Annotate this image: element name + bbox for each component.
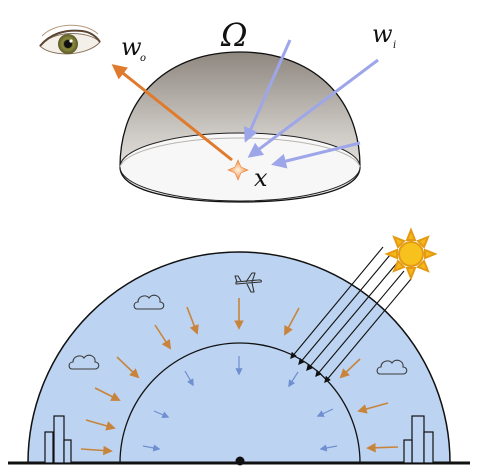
incoming-ray-2 — [247, 58, 379, 158]
sun-ray — [306, 262, 398, 372]
cloud-icon — [376, 359, 408, 375]
inner-radiance-arrows — [142, 356, 338, 452]
sun-ray — [324, 278, 412, 384]
bottom-environment-diagram — [8, 227, 470, 466]
outgoing-direction-label: w — [121, 33, 142, 61]
sky-arrow — [154, 324, 172, 350]
incoming-direction-label: w — [372, 20, 393, 48]
sun-ray — [315, 270, 405, 378]
sky-arrow — [357, 402, 389, 414]
incoming-ray-1 — [243, 39, 292, 143]
building-icon — [403, 415, 434, 464]
sky-arrow — [339, 358, 361, 379]
outgoing-direction-subscript: o — [140, 53, 146, 64]
cloud-icon — [68, 354, 100, 370]
sun-icon — [384, 227, 438, 281]
incoming-direction-subscript: i — [393, 40, 396, 51]
sky-arrow — [85, 419, 116, 431]
omega-label: Ω — [220, 16, 248, 54]
airplane-icon — [234, 272, 262, 293]
inner-hemisphere — [119, 342, 361, 464]
hit-point-icon — [227, 159, 249, 181]
top-hemisphere-diagram: Ω w o w i x — [39, 16, 396, 203]
inner-arrow — [142, 444, 161, 452]
inner-arrow — [316, 408, 334, 417]
building-icon — [44, 415, 72, 464]
sky-arrow — [116, 356, 140, 379]
sun-ray — [290, 246, 384, 360]
sky-arrow — [284, 307, 300, 336]
inner-arrow — [153, 410, 170, 419]
inner-arrow — [319, 444, 338, 452]
inner-arrow — [288, 371, 299, 388]
incoming-ray-3 — [271, 141, 361, 169]
outgoing-ray — [111, 64, 233, 162]
sun-ray — [298, 254, 391, 366]
point-icon — [235, 456, 245, 466]
sunlight-rays — [290, 246, 412, 384]
eye-icon — [39, 24, 101, 55]
inner-arrow — [184, 370, 194, 387]
cloud-icon — [133, 294, 165, 310]
sky-arrow — [366, 442, 399, 453]
sky-radiance-arrows — [80, 298, 399, 456]
sky-arrow — [94, 387, 121, 401]
sky-arrow — [80, 445, 113, 456]
point-x-label: x — [254, 164, 268, 192]
sky-arrow — [186, 306, 199, 335]
